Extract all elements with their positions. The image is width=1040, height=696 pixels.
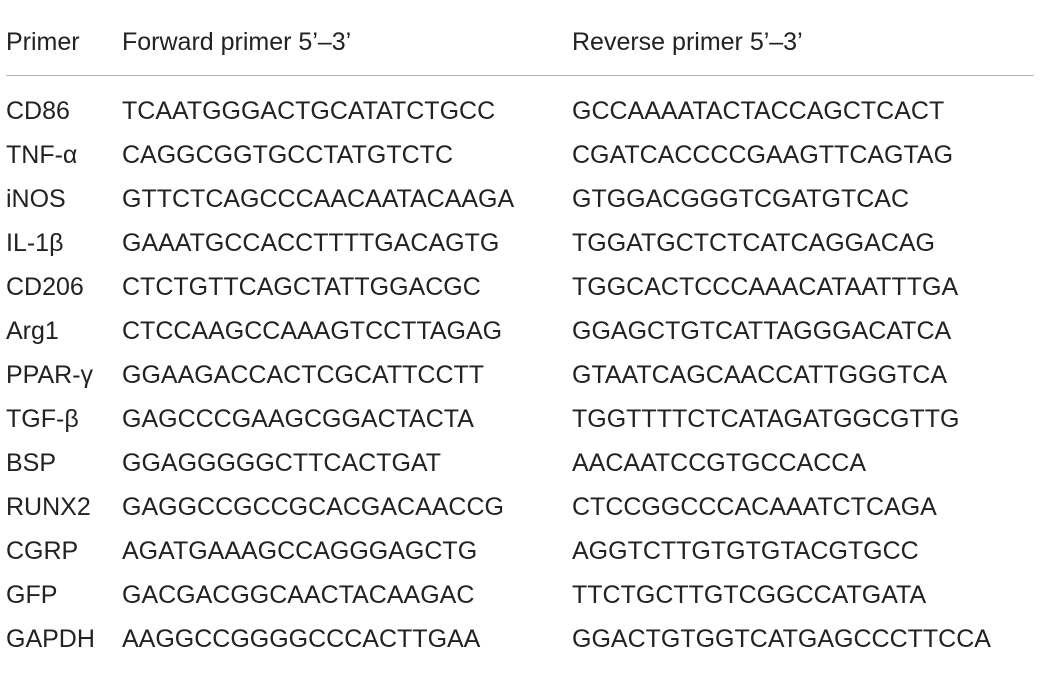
forward-primer-cell: AGATGAAAGCCAGGGAGCTG (122, 537, 478, 565)
table-row: RUNX2 GAGGCCGCCGCACGACAACCG CTCCGGCCCACAAA… (0, 489, 1040, 525)
forward-primer-cell: GAGCCCGAAGCGGACTACTA (122, 405, 474, 433)
forward-primer-cell: CTCTGTTCAGCTATTGGACGC (122, 273, 481, 301)
reverse-primer-cell: GTGGACGGGTCGATGTCAC (572, 185, 910, 213)
primer-name-cell: TGF-β (6, 405, 79, 433)
forward-primer-cell: TCAATGGGACTGCATATCTGCC (122, 97, 496, 125)
forward-primer-cell: AAGGCCGGGGCCCACTTGAA (122, 625, 481, 653)
reverse-primer-cell: GCCAAAATACTACCAGCTCACT (572, 97, 945, 125)
primer-name-cell: TNF-α (6, 141, 78, 169)
header-reverse-primer: Reverse primer 5’–3’ (572, 28, 803, 56)
reverse-primer-cell: AACAATCCGTGCCACCA (572, 449, 867, 477)
primer-name-cell: Arg1 (6, 317, 59, 345)
primer-name-cell: PPAR-γ (6, 361, 94, 389)
primer-name-cell: GFP (6, 581, 58, 609)
header-forward-primer: Forward primer 5’–3’ (122, 28, 352, 56)
table-row: IL-1β GAAATGCCACCTTTTGACAGTG TGGATGCTCTCAT… (0, 225, 1040, 261)
reverse-primer-cell: CTCCGGCCCACAAATCTCAGA (572, 493, 937, 521)
primer-name-cell: IL-1β (6, 229, 64, 257)
forward-primer-cell: GACGACGGCAACTACAAGAC (122, 581, 475, 609)
table-row: BSP GGAGGGGGCTTCACTGAT AACAATCCGTGCCACCA (0, 445, 1040, 481)
reverse-primer-cell: GGACTGTGGTCATGAGCCCTTCCA (572, 625, 991, 653)
table-row: GAPDH AAGGCCGGGGCCCACTTGAA GGACTGTGGTCATGA… (0, 621, 1040, 657)
forward-primer-cell: GAGGCCGCCGCACGACAACCG (122, 493, 504, 521)
reverse-primer-cell: TGGCACTCCCAAACATAATTTGA (572, 273, 959, 301)
primer-name-cell: BSP (6, 449, 57, 477)
table-header-row: Primer Forward primer 5’–3’ Reverse prim… (0, 24, 1040, 60)
table-row: TNF-α CAGGCGGTGCCTATGTCTC CGATCACCCCGAAGTT… (0, 137, 1040, 173)
table-row: CD86 TCAATGGGACTGCATATCTGCC GCCAAAATACTACC… (0, 93, 1040, 129)
primer-name-cell: RUNX2 (6, 493, 91, 521)
reverse-primer-cell: CGATCACCCCGAAGTTCAGTAG (572, 141, 954, 169)
table-row: GFP GACGACGGCAACTACAAGAC TTCTGCTTGTCGGCCAT… (0, 577, 1040, 613)
reverse-primer-cell: TGGTTTTCTCATAGATGGCGTTG (572, 405, 960, 433)
primer-name-cell: CGRP (6, 537, 79, 565)
primer-name-cell: iNOS (6, 185, 66, 213)
primer-name-cell: GAPDH (6, 625, 95, 653)
table-row: TGF-β GAGCCCGAAGCGGACTACTA TGGTTTTCTCATAGA… (0, 401, 1040, 437)
reverse-primer-cell: AGGTCTTGTGTGTACGTGCC (572, 537, 919, 565)
forward-primer-cell: CAGGCGGTGCCTATGTCTC (122, 141, 453, 169)
header-divider (6, 75, 1034, 76)
forward-primer-cell: CTCCAAGCCAAAGTCCTTAGAG (122, 317, 503, 345)
table-row: Arg1 CTCCAAGCCAAAGTCCTTAGAG GGAGCTGTCATTAG… (0, 313, 1040, 349)
reverse-primer-cell: GGAGCTGTCATTAGGGACATCA (572, 317, 952, 345)
table-row: CD206 CTCTGTTCAGCTATTGGACGC TGGCACTCCCAAAC… (0, 269, 1040, 305)
primer-name-cell: CD86 (6, 97, 70, 125)
table-row: iNOS GTTCTCAGCCCAACAATACAAGA GTGGACGGGTCGA… (0, 181, 1040, 217)
table-row: CGRP AGATGAAAGCCAGGGAGCTG AGGTCTTGTGTGTACG… (0, 533, 1040, 569)
forward-primer-cell: GTTCTCAGCCCAACAATACAAGA (122, 185, 515, 213)
primer-name-cell: CD206 (6, 273, 84, 301)
header-primer: Primer (6, 28, 80, 56)
table-row: PPAR-γ GGAAGACCACTCGCATTCCTT GTAATCAGCAACC… (0, 357, 1040, 393)
reverse-primer-cell: TGGATGCTCTCATCAGGACAG (572, 229, 935, 257)
reverse-primer-cell: TTCTGCTTGTCGGCCATGATA (572, 581, 927, 609)
reverse-primer-cell: GTAATCAGCAACCATTGGGTCA (572, 361, 948, 389)
forward-primer-cell: GGAGGGGGCTTCACTGAT (122, 449, 441, 477)
forward-primer-cell: GAAATGCCACCTTTTGACAGTG (122, 229, 500, 257)
forward-primer-cell: GGAAGACCACTCGCATTCCTT (122, 361, 485, 389)
